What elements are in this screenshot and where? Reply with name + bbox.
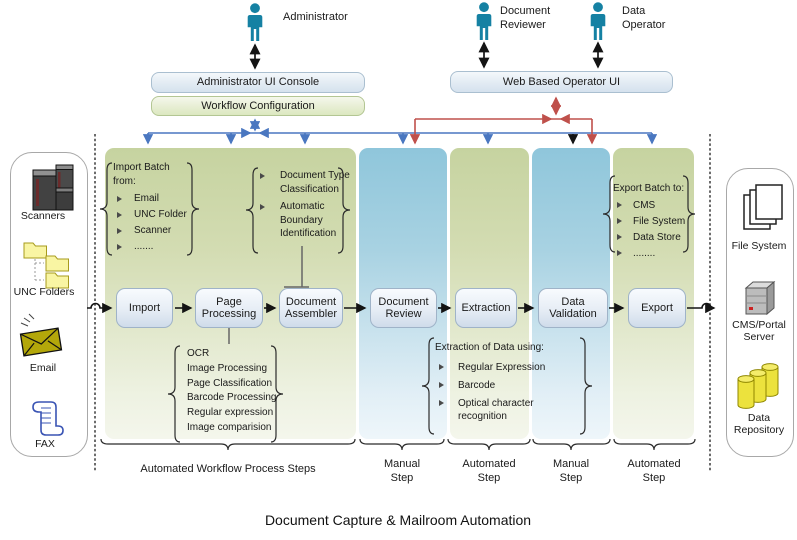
actor-label-administrator: Administrator [283,11,348,23]
unc-folders-icon [23,242,69,289]
step-label-automated-workflow: Automated Workflow Process Steps [140,463,316,475]
annotation-ocr-list: OCR Image Processing Page Classification… [187,348,277,433]
label-data-repository: Data Repository [733,412,785,436]
bullet-arrow-icon [117,195,122,202]
annotation-connectors [228,246,309,344]
admin-ui-console-box: Administrator UI Console [151,72,365,93]
actor-label-data-operator: Data Operator [622,5,666,31]
step-label-manual-2: Manual Step [552,458,590,484]
annotation-title: Export Batch to: [613,183,685,194]
step-label-automated-1: Automated Step [462,458,516,484]
label-fax: FAX [35,438,55,450]
actor-arrows [249,41,604,70]
annotation-title: Extraction of Data using: [435,342,544,353]
step-import: Import [116,288,173,328]
bullet-arrow-icon [617,250,622,257]
step-export: Export [628,288,686,328]
step-underbraces [100,438,696,451]
bullet-arrow-icon [117,243,122,250]
red-operator-bus [409,96,598,145]
email-icon [19,313,63,357]
data-operator-person-icon [590,2,606,40]
fax-icon [32,401,64,436]
flow-arrows [87,302,716,314]
server-icon [744,280,776,316]
bullet-arrow-icon [617,202,622,208]
label-scanners: Scanners [20,210,66,222]
annotation-import-batch: Import Batch from: Email UNC Folder Scan… [113,162,187,253]
bullet-arrow-icon [117,227,122,234]
step-extraction: Extraction [455,288,517,328]
step-document-review: Document Review [370,288,437,328]
bullet-arrow-icon [260,172,265,179]
annotation-export-batch: Export Batch to: CMS File System Data St… [613,183,686,259]
data-repository-icon [737,363,779,409]
web-operator-ui-box: Web Based Operator UI [450,71,673,93]
bullet-arrow-icon [117,211,122,218]
bullet-arrow-icon [260,203,265,210]
administrator-person-icon [247,3,263,41]
annotation-title: Import Batch from: [113,162,170,187]
bullet-arrow-icon [439,382,444,388]
file-system-icon [743,184,783,230]
annotation-braces [99,162,696,443]
document-reviewer-person-icon [476,2,492,40]
step-label-manual-1: Manual Step [383,458,421,484]
label-email: Email [29,362,57,374]
scanners-icon [32,164,74,211]
step-label-automated-2: Automated Step [627,458,681,484]
annotation-document-type: Document Type Classification Automatic B… [256,169,352,243]
label-file-system: File System [731,240,787,252]
label-unc-folders: UNC Folders [13,286,75,298]
blue-config-bus [142,118,658,145]
bullet-arrow-icon [439,364,444,370]
step-data-validation: Data Validation [538,288,608,328]
bullet-arrow-icon [617,218,622,225]
step-document-assembler: Document Assembler [279,288,343,328]
bullet-arrow-icon [617,234,622,241]
label-cms-portal-server: CMS/Portal Server [732,319,786,343]
bullet-arrow-icon [439,400,444,406]
diagram-title: Document Capture & Mailroom Automation [264,512,532,528]
annotation-extraction: Extraction of Data using: Regular Expres… [435,341,550,426]
workflow-configuration-box: Workflow Configuration [151,96,365,116]
actor-label-document-reviewer: Document Reviewer [500,5,551,31]
step-page-processing: Page Processing [195,288,263,328]
